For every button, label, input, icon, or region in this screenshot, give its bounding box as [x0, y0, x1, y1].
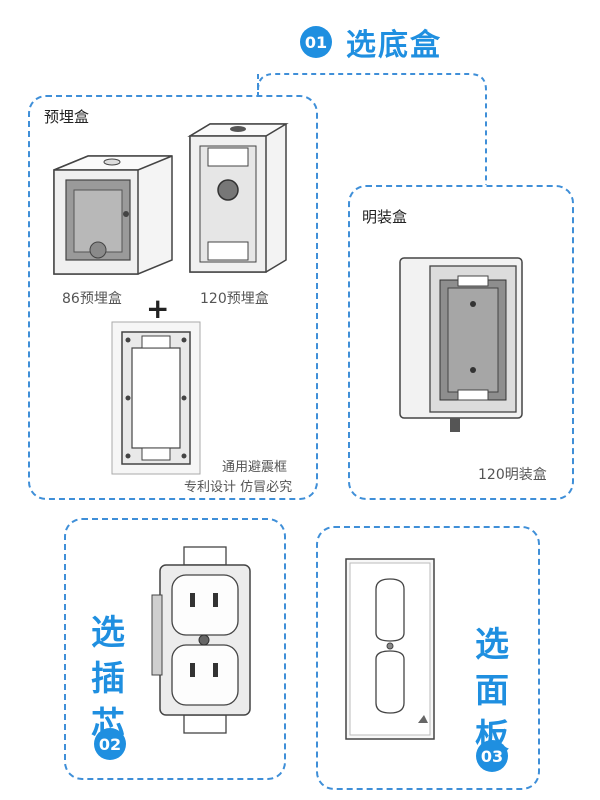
step-1-title: 选底盒	[346, 28, 442, 63]
box-86-illustration[interactable]	[48, 150, 178, 280]
embedded-box-title: 预埋盒	[44, 108, 90, 126]
embedded-box-panel	[28, 95, 318, 500]
faceplate-panel	[316, 526, 540, 790]
step-3-title: 选面板	[475, 625, 509, 757]
step-1-badge: 01	[300, 26, 332, 58]
shock-frame-illustration[interactable]	[108, 318, 204, 478]
step-2-badge: 02	[94, 728, 126, 760]
surface-box-panel	[348, 185, 574, 500]
box-86-label: 86预埋盒	[62, 291, 122, 307]
frame-caption-line1: 通用避震框	[222, 460, 288, 475]
surface-box-label: 120明装盒	[478, 467, 547, 483]
surface-box-title: 明装盒	[362, 208, 408, 226]
frame-caption-line2: 专利设计 仿冒必究	[184, 480, 293, 495]
faceplate-illustration[interactable]	[340, 555, 440, 745]
outlet-panel	[64, 518, 286, 780]
box-120-illustration[interactable]	[182, 120, 292, 280]
step-3-badge: 03	[476, 740, 508, 772]
box-120-label: 120预埋盒	[200, 291, 269, 307]
connector-lines	[257, 73, 487, 185]
surface-box-illustration[interactable]	[396, 252, 526, 442]
plus-sign: +	[146, 292, 170, 325]
outlet-illustration[interactable]	[150, 545, 260, 735]
